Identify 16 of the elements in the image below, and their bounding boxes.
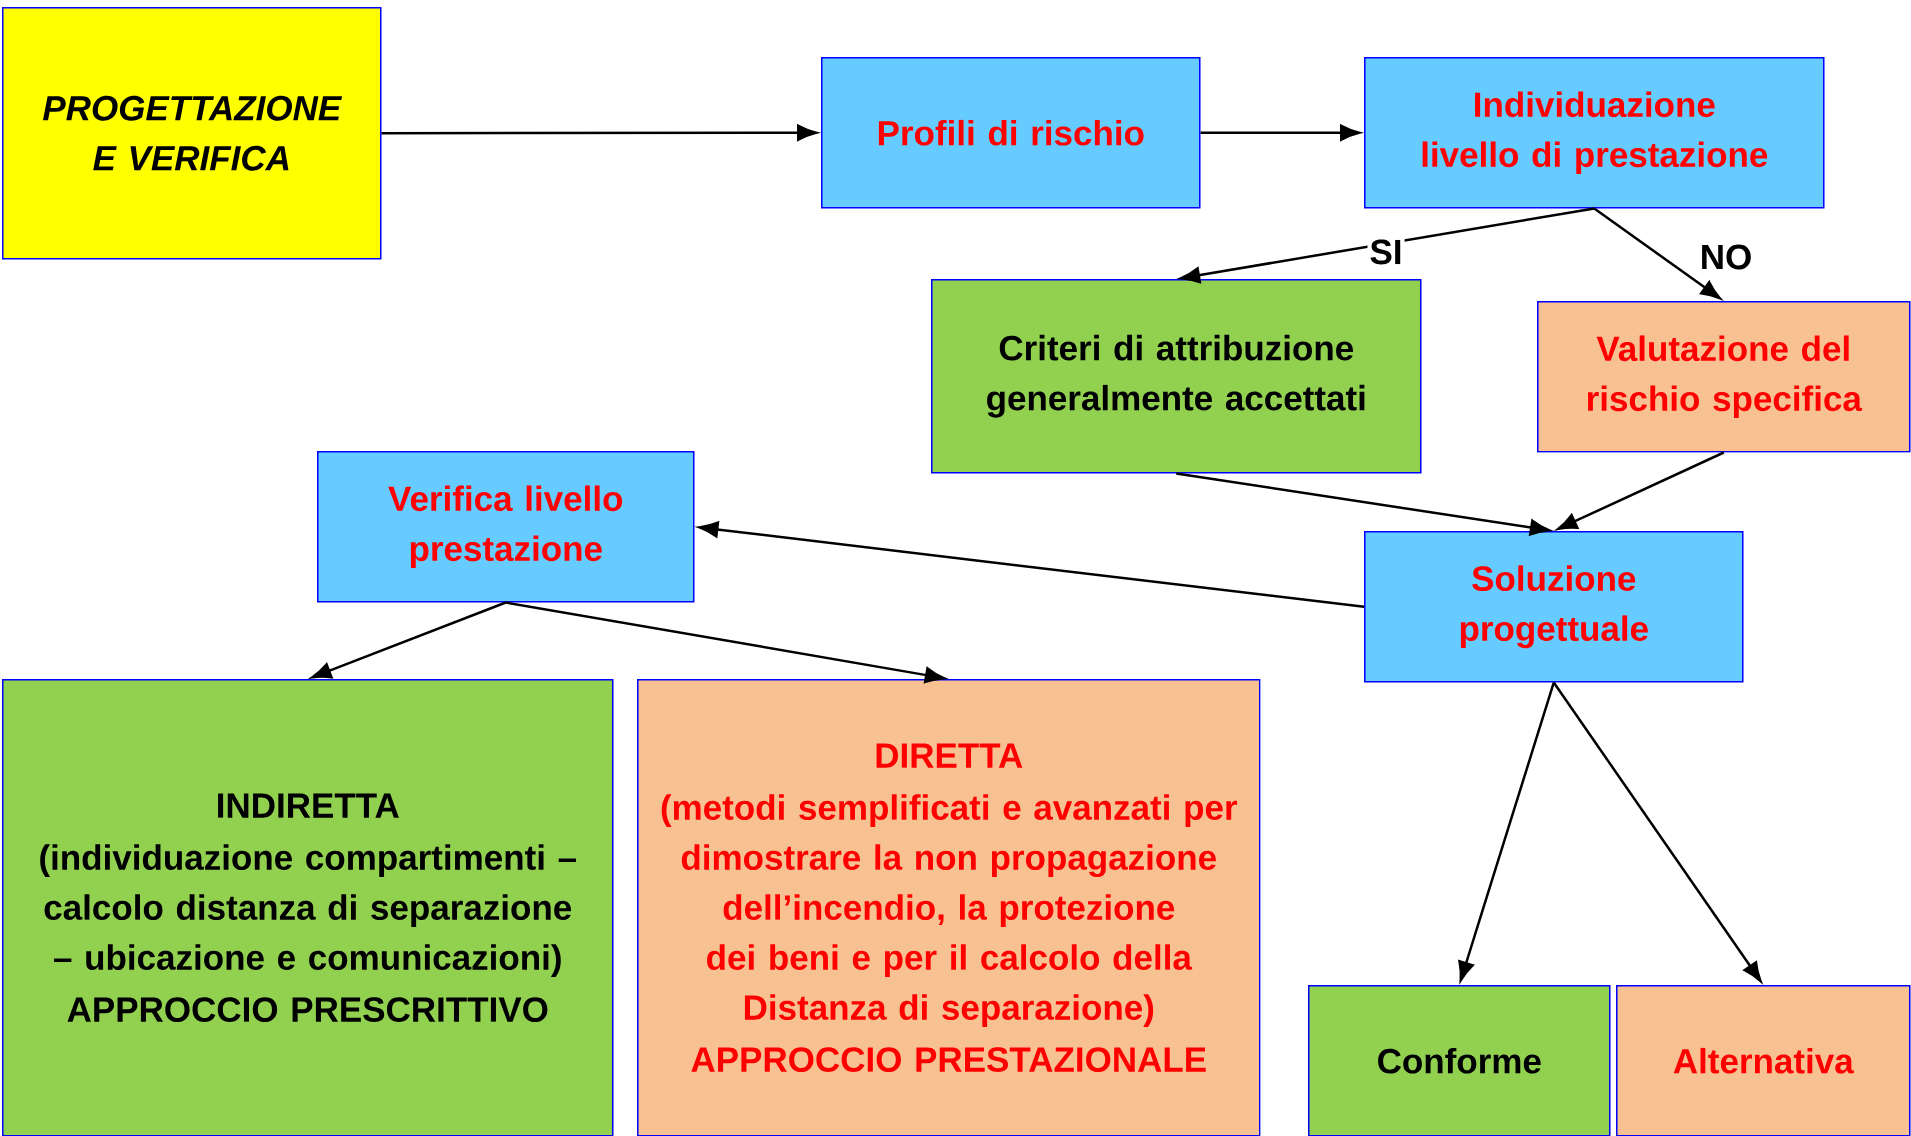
process-box: Soluzione progettuale bbox=[1364, 531, 1744, 683]
edge-label: NO bbox=[1697, 242, 1755, 272]
arrow bbox=[1200, 124, 1361, 141]
process-box: Alternativa bbox=[1616, 985, 1911, 1136]
process-box: Individuazione livello di prestazione bbox=[1364, 57, 1825, 209]
arrow bbox=[381, 124, 818, 141]
process-box: Verifica livello prestazione bbox=[317, 451, 695, 603]
process-box: Profili di rischio bbox=[821, 57, 1201, 209]
process-box: DIRETTA (metodi semplificati e avanzati per dimostrare la non propagazione dell’incendio, la protezione dei beni e per il calcolo della Distanza di separazione) APPROCCIO PRESTAZIONALE bbox=[637, 679, 1261, 1136]
arrow bbox=[1593, 207, 1721, 300]
process-box: Conforme bbox=[1308, 985, 1611, 1136]
process-box: Criteri di attribuzione generalmente accettati bbox=[931, 279, 1422, 474]
process-box: Valutazione del rischio specifica bbox=[1537, 301, 1911, 453]
title-box: PROGETTAZIONE E VERIFICA bbox=[2, 7, 382, 260]
process-box: INDIRETTA (individuazione compartimenti – calcolo distanza di separazione – ubicazione e comunicazioni) APPROCCIO PRESCRITTIVO bbox=[2, 679, 614, 1136]
arrow bbox=[1552, 681, 1762, 983]
